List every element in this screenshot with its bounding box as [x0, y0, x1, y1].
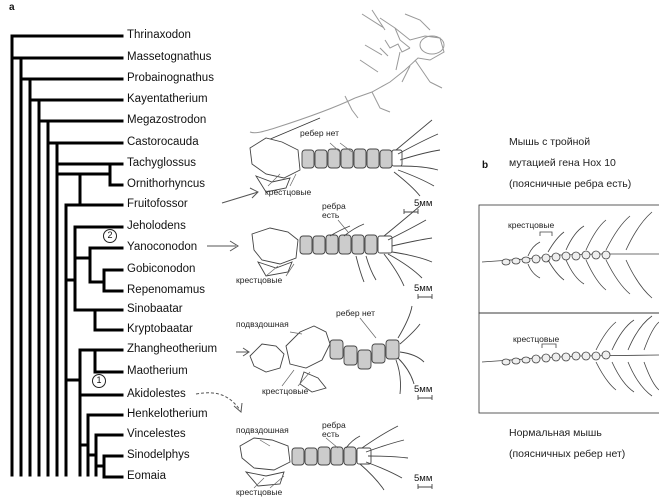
skeleton-1-scale: 5мм [414, 198, 432, 209]
node-2-marker: 2 [103, 229, 117, 243]
skeleton-2-ribs-label: ребра есть [322, 202, 346, 220]
cladogram-tree [12, 36, 122, 477]
normal-caption-line-1: Нормальная мышь [509, 427, 602, 440]
mutant-caption-line-1: Мышь с тройной [509, 136, 590, 149]
taxon-label: Henkelotherium [127, 408, 208, 421]
normal-sacral-label: крестцовые [513, 334, 559, 344]
taxon-label: Thrinaxodon [127, 29, 191, 42]
taxon-label: Repenomamus [127, 284, 205, 297]
taxon-label: Maotherium [127, 365, 188, 378]
taxon-label: Vincelestes [127, 428, 186, 441]
taxon-label: Massetognathus [127, 51, 211, 64]
taxon-label: Gobiconodon [127, 263, 195, 276]
taxon-label: Eomaia [127, 470, 166, 483]
panel-a-label: a [9, 2, 15, 13]
taxon-label: Kayentatherium [127, 93, 208, 106]
mutant-sacral-label: крестцовые [508, 220, 554, 230]
skeleton-1-ribs-label: ребер нет [300, 128, 339, 138]
panel-b-boxes [479, 205, 659, 413]
mutant-caption-line-2: мутацией гена Hox 10 [509, 157, 616, 170]
taxon-label: Fruitofossor [127, 198, 188, 211]
taxon-label: Jeholodens [127, 220, 186, 233]
arrows [196, 188, 258, 412]
skeleton-1 [250, 120, 440, 214]
taxon-label: Probainognathus [127, 72, 214, 85]
skeleton-1-sacral-label: крестцовые [265, 187, 311, 197]
skeleton-3-sacral-label: крестцовые [262, 386, 308, 396]
taxon-label: Yanoconodon [127, 241, 197, 254]
taxon-label: Sinobaatar [127, 303, 183, 316]
skeleton-4-ribs-label: ребра есть [322, 421, 346, 439]
taxon-label: Akidolestes [127, 388, 186, 401]
taxon-label: Kryptobaatar [127, 323, 193, 336]
taxon-label: Zhangheotherium [127, 343, 217, 356]
node-1-marker: 1 [92, 374, 106, 388]
taxon-label: Ornithorhyncus [127, 178, 205, 191]
normal-caption-line-2: (поясничных ребер нет) [509, 448, 625, 461]
taxon-label: Tachyglossus [127, 157, 196, 170]
mutant-caption-line-3: (поясничные ребра есть) [509, 178, 631, 191]
skeleton-3-scale: 5мм [414, 384, 432, 395]
top-skeleton-sketch [250, 10, 444, 133]
skeleton-4-scale: 5мм [414, 473, 432, 484]
taxon-label: Megazostrodon [127, 114, 206, 127]
skeleton-4-sacral-label: крестцовые [236, 487, 282, 497]
skeleton-2-scale: 5мм [414, 283, 432, 294]
panel-b-label: b [482, 160, 488, 171]
skeleton-3-ribs-label: ребер нет [336, 308, 375, 318]
taxon-label: Castorocauda [127, 136, 199, 149]
skeleton-4-iliac-label: подвздошная [236, 425, 289, 435]
taxon-label: Sinodelphys [127, 449, 190, 462]
skeleton-3-iliac-label: подвздошная [236, 319, 289, 329]
skeleton-2-sacral-label: крестцовые [236, 275, 282, 285]
normal-mouse-skeleton [482, 316, 659, 396]
